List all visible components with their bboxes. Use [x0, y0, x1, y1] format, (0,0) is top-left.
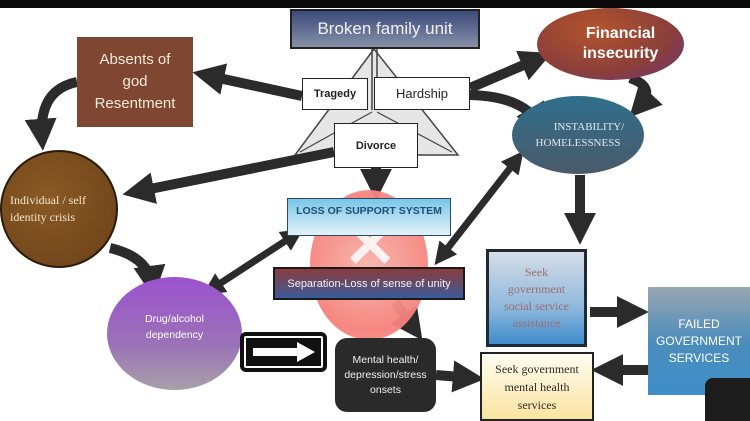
top-black-bar — [0, 0, 750, 8]
node-label: Financial — [585, 25, 656, 42]
node-label: SERVICES — [668, 350, 730, 365]
node-financial-insecurity: Financial insecurity — [537, 8, 684, 80]
node-label: Separation-Loss of sense of unity — [287, 277, 451, 290]
node-divorce: Divorce — [334, 123, 418, 168]
arrow-hardship-to-financial — [468, 50, 552, 93]
node-broken-family-unit: Broken family unit — [290, 9, 480, 49]
node-label: mental health — [504, 379, 570, 394]
node-label: insecurity — [582, 45, 659, 62]
node-label: HOMELESSNESS — [535, 137, 621, 149]
arrow-loss-to-drug — [202, 229, 304, 295]
node-label: identity crisis — [10, 210, 75, 224]
node-separation: Separation-Loss of sense of unity — [273, 267, 465, 300]
arrow-financial-to-instability — [628, 73, 663, 118]
right-arrow-icon — [240, 332, 327, 372]
node-label: services — [517, 397, 557, 412]
node-label: Tragedy — [313, 88, 357, 100]
arrow-tragedy-to-absents — [192, 63, 304, 101]
arrow-mental-to-seekmental — [435, 360, 485, 393]
node-label: social service — [504, 299, 569, 313]
arrow-absents-to-identity — [24, 77, 79, 151]
dark-shape — [705, 378, 750, 421]
node-hardship: Hardship — [374, 77, 470, 110]
node-instability-homelessness: INSTABILITY/HOMELESSNESS — [512, 96, 644, 174]
node-failed-government-services: FAILED GOVERNMENT SERVICES — [648, 287, 750, 395]
arrow-instability-to-separation — [434, 150, 524, 266]
arrow-identity-to-drug — [108, 243, 166, 298]
node-label: Resentment — [94, 95, 176, 112]
node-label: dependency — [145, 328, 204, 341]
node-label: government — [507, 282, 566, 296]
arrow-divorce-to-identity — [122, 147, 335, 204]
node-label: god — [122, 73, 148, 90]
node-tragedy: Tragedy — [302, 78, 368, 110]
node-mental-health: Mental health/depression/stress onsets — [335, 338, 436, 412]
node-label: Absents of — [99, 51, 171, 68]
node-identity-crisis: Individual / self identity crisis — [0, 150, 118, 268]
node-label: Individual / self — [10, 193, 86, 207]
node-drug-alcohol-dependency: Drug/alcohol dependency — [107, 277, 242, 390]
node-label: Broken family unit — [317, 19, 453, 38]
node-label: depression/stress — [344, 368, 427, 381]
node-label: Divorce — [355, 139, 397, 152]
node-label: INSTABILITY/ — [553, 121, 625, 133]
node-seek-social-service: Seek government social service assistance — [486, 249, 587, 347]
node-label: FAILED — [678, 316, 720, 331]
node-label: Hardship — [395, 86, 449, 101]
node-label: Seek — [524, 265, 549, 279]
node-label: onsets — [370, 383, 401, 396]
arrow-right-glyph — [252, 342, 315, 362]
node-label: Mental health/ — [352, 353, 419, 366]
node-label: GOVERNMENT — [655, 333, 742, 348]
node-label: Seek government — [495, 361, 579, 376]
node-label: LOSS OF SUPPORT SYSTEM — [296, 205, 442, 217]
node-seek-mental-health-services: Seek government mental health services — [480, 352, 594, 421]
node-loss-of-support-system: LOSS OF SUPPORT SYSTEM — [287, 198, 451, 236]
node-label: Drug/alcohol — [145, 312, 204, 325]
node-label: assistance — [512, 316, 561, 330]
